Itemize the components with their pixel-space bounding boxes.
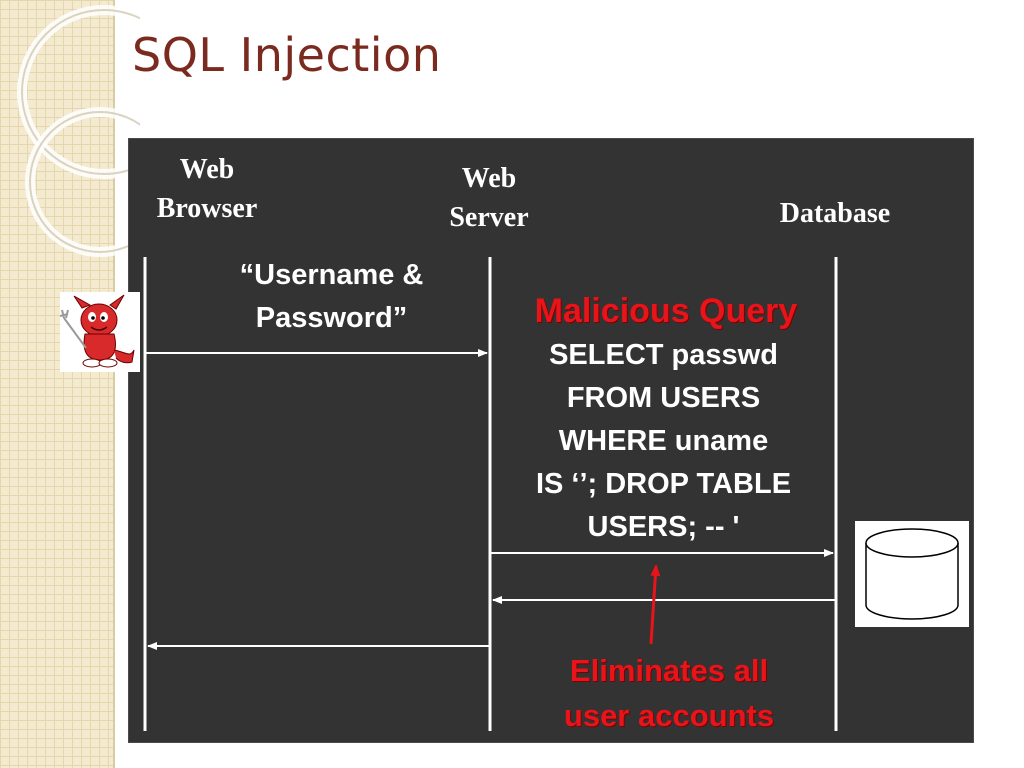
browser-label-line1: Web: [179, 154, 235, 185]
sequence-diagram: [143, 257, 838, 731]
consequence-line2: user accounts: [563, 698, 775, 733]
database-actor-label: Database: [779, 198, 891, 229]
server-label-line2: Server: [449, 202, 529, 233]
browser-actor-label: Web Browser: [137, 150, 277, 228]
decorative-rings: [17, 5, 140, 257]
malicious-query-heading: Malicious Query: [534, 292, 798, 330]
sequence-diagram-panel: Web Browser Web Server Database “Usernam…: [128, 138, 974, 743]
server-actor-label: Web Server: [419, 159, 559, 237]
consequence-line1: Eliminates all: [569, 653, 769, 688]
credentials-line1: “Username &: [239, 259, 424, 291]
server-label-line1: Web: [461, 163, 517, 194]
credentials-line2: Password”: [255, 302, 408, 334]
consequence-callout: Eliminates all user accounts: [509, 648, 829, 738]
query-line-3: WHERE uname: [558, 425, 769, 457]
consequence-pointer-arrow: [649, 564, 661, 645]
slide-title: SQL Injection: [132, 28, 442, 82]
browser-label-line2: Browser: [156, 193, 258, 224]
sql-query-text: SELECT passwd FROM USERS WHERE uname IS …: [491, 334, 836, 549]
query-line-5: USERS; -- ': [587, 511, 740, 543]
query-line-1: SELECT passwd: [549, 339, 778, 371]
credentials-message: “Username & Password”: [189, 254, 474, 340]
query-line-2: FROM USERS: [566, 382, 761, 414]
database-cylinder-icon: [855, 521, 969, 627]
query-line-4: IS ‘’; DROP TABLE: [535, 468, 792, 500]
devil-mascot-icon: [59, 292, 140, 372]
